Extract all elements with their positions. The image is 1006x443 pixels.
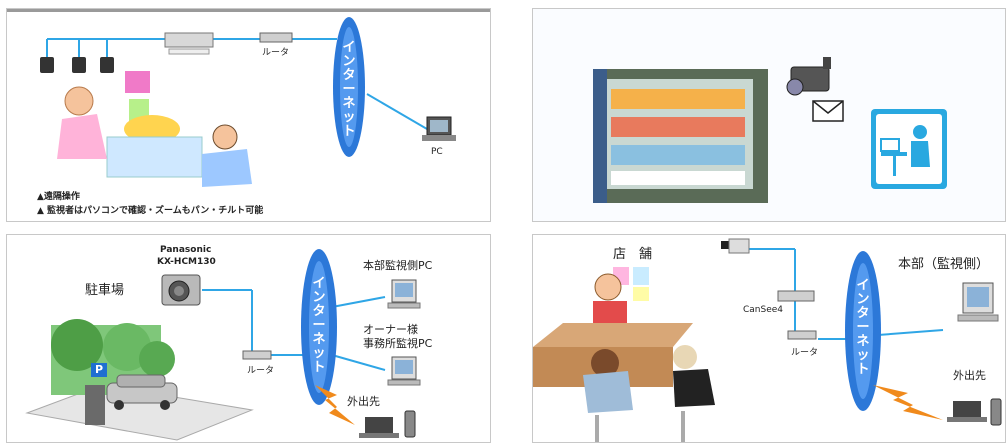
camera-icon [721, 238, 750, 254]
remote-location-label: 外出先 [953, 369, 986, 382]
envelope-icon [812, 100, 844, 122]
pc-icon [387, 279, 421, 309]
internet-cloud-label: イ ン タ ー ネ ッ ト [312, 276, 326, 375]
camera-icon [786, 57, 831, 96]
panel2-illustration [533, 9, 1005, 221]
internet-cloud-label: イ ン タ ー ネ ッ ト [342, 40, 356, 139]
panel-store-monitoring: 店 舗 CanSee4 ルータ イ ン タ ー ネ ッ ト 本部（監視側） 外出… [532, 234, 1006, 443]
panel1-illustration [7, 9, 490, 187]
pc-icon [957, 282, 999, 322]
pc-label: PC [431, 147, 443, 157]
lightning-icon [873, 385, 943, 420]
internet-cloud-label: イ ン タ ー ネ ッ ト [856, 278, 870, 377]
parking-lot-illustration [25, 319, 254, 441]
panel-parking-monitoring: Panasonic KX-HCM130 駐車場 P ルータ イ ン タ ー ネ … [6, 234, 491, 443]
lightning-icon [315, 385, 355, 425]
parking-label: 駐車場 [85, 283, 125, 298]
camera-icon [40, 57, 114, 73]
panel-camera-mail-alert [532, 8, 1006, 222]
camera-brand-label: Panasonic [160, 245, 212, 255]
caption-line-2: ▲ 監視者はパソコンで確認・ズームもパン・チルト可能 [37, 206, 264, 216]
laptop-icon [359, 417, 399, 438]
mobile-phone-icon [404, 410, 416, 438]
mobile-phone-icon [990, 398, 1002, 426]
panel-remote-operation: ルータ PC イ ン タ ー ネ ッ ト ▲遠隔操作 ▲ 監視者はパソコンで確認… [6, 8, 491, 222]
panel4-illustration [533, 238, 1002, 442]
store-counter-illustration [533, 267, 715, 442]
store-label: 店 舗 [613, 247, 653, 262]
person-at-desk-icon [871, 109, 947, 189]
owner-label-line-2: 事務所監視PC [363, 337, 433, 350]
router-label: ルータ [247, 366, 275, 376]
hq-monitor-label: 本部（監視側） [898, 257, 990, 272]
parking-sign-label: P [95, 363, 104, 376]
device-label: CanSee4 [743, 305, 784, 315]
caption-line-1: ▲遠隔操作 [37, 192, 80, 202]
hq-monitor-pc-label: 本部監視側PC [363, 259, 433, 272]
router-label: ルータ [262, 48, 290, 58]
remote-location-label: 外出先 [347, 395, 380, 408]
router-label: ルータ [791, 348, 819, 358]
camera-icon [161, 274, 201, 306]
panel3-illustration [25, 249, 421, 441]
store-shelf-photo [593, 69, 768, 203]
owner-label-line-1: オーナー様 [363, 323, 418, 336]
camera-model-label: KX-HCM130 [157, 257, 216, 267]
laptop-icon [947, 401, 987, 422]
pc-icon [387, 356, 421, 386]
